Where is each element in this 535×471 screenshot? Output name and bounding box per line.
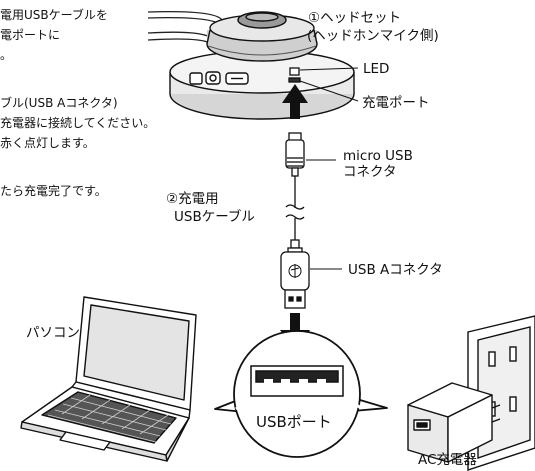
pc-label: パソコン — [26, 325, 80, 341]
charge-port-label: 充電ポート — [362, 95, 430, 111]
ac-charger-label: AC充電器 — [418, 452, 477, 468]
usb-a-label: USB Aコネクタ — [348, 262, 443, 278]
micro-usb-sublabel: コネクタ — [343, 164, 397, 180]
micro-usb-connector — [285, 132, 305, 177]
usb-a-connector — [280, 239, 310, 309]
laptop-keyboard-grid — [47, 394, 172, 443]
instruction-line-4: ブル(USB Aコネクタ) — [0, 96, 118, 110]
arrow-up — [282, 84, 308, 119]
usb-cable — [285, 176, 305, 242]
laptop — [20, 296, 197, 462]
instruction-line-1: 電用USBケーブルを — [0, 8, 108, 22]
led-label: LED — [363, 61, 390, 77]
headset-label: ①ヘッドセット — [308, 10, 402, 26]
instruction-line-2: 電ポートに — [0, 28, 61, 42]
led-and-port — [288, 67, 359, 102]
instruction-line-3: 。 — [0, 48, 13, 62]
cable-sublabel: USBケーブル — [174, 209, 255, 225]
usb-port-label: USBポート — [256, 413, 332, 431]
headset-sublabel: (ヘッドホンマイク側) — [307, 28, 439, 44]
cable-label: ②充電用 — [166, 191, 219, 207]
micro-usb-label: micro USB — [343, 148, 413, 164]
usb-port-socket — [250, 365, 344, 397]
earcup-buttons — [189, 71, 249, 85]
ac-charger — [407, 382, 501, 463]
instruction-line-7: たら充電完了です。 — [0, 184, 107, 198]
instruction-line-6: 赤く点灯します。 — [0, 136, 95, 150]
instruction-line-5: 充電器に接続してください。 — [0, 116, 156, 130]
